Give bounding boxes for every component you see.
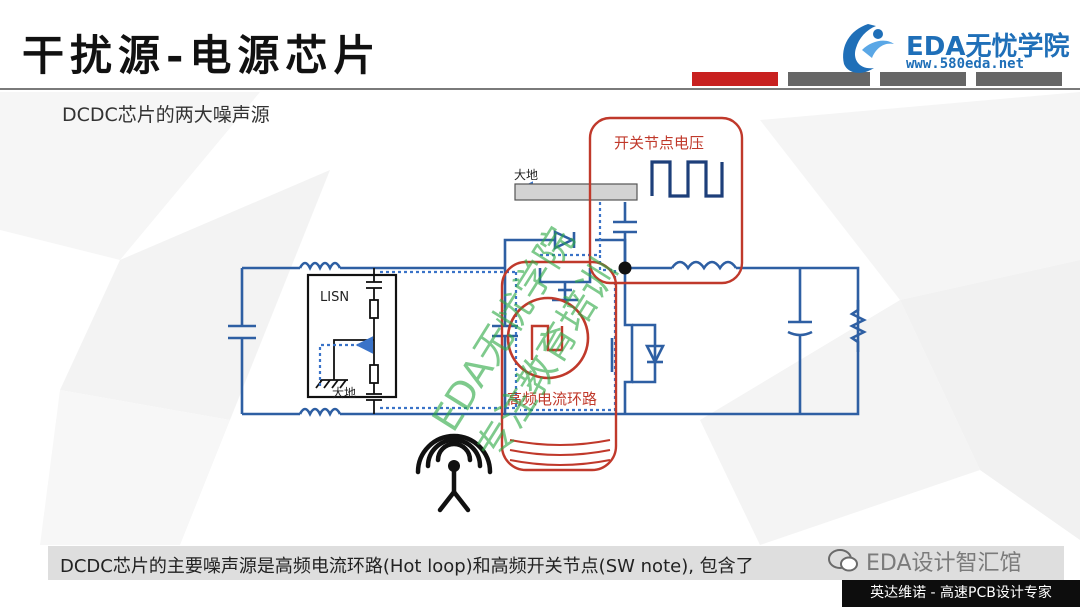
header-divider — [0, 88, 1080, 90]
lisn-ground-label: 大地 — [332, 386, 357, 400]
caption-text: DCDC芯片的主要噪声源是高频电流环路(Hot loop)和高频开关节点(SW … — [60, 556, 754, 577]
hot-loop-label: 高频电流环路 — [507, 390, 598, 408]
sw-node-label: 开关节点电压 — [614, 134, 705, 152]
footer-tag: 英达维诺 - 高速PCB设计专家 — [842, 580, 1080, 607]
lisn-label: LISN — [320, 290, 350, 305]
footer-watermark: EDA设计智汇馆 — [866, 551, 1022, 576]
ground-top-label: 大地 — [514, 168, 539, 182]
header-bar — [788, 72, 870, 86]
page-title: 干扰源-电源芯片 — [22, 31, 382, 80]
logo-name: EDA无忧学院 — [906, 32, 1070, 62]
wechat-icon — [828, 549, 858, 572]
header-bar-accent — [692, 72, 778, 86]
antenna-icon — [415, 433, 493, 513]
header-bar — [976, 72, 1062, 86]
logo-url: www.580eda.net — [906, 56, 1025, 72]
header-bar — [880, 72, 966, 86]
eda-logo-icon — [843, 24, 894, 73]
slide-subtitle: DCDC芯片的两大噪声源 — [62, 104, 270, 126]
caption-band — [48, 546, 1064, 580]
